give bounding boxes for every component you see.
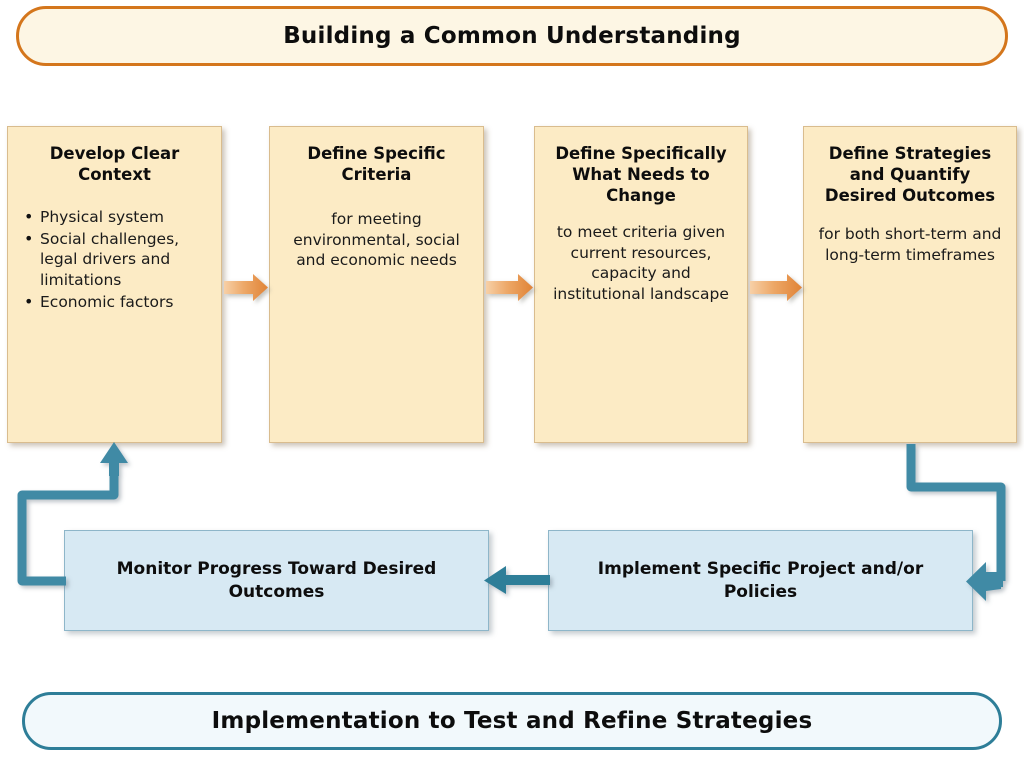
top-banner: Building a Common Understanding (16, 6, 1008, 66)
arrow-step2-to-step3 (486, 274, 533, 301)
process-box-subtitle: for meeting environmental, social and ec… (293, 210, 460, 270)
feedback-box-label: Implement Specific Project and/or Polici… (597, 559, 924, 602)
process-box-title: Define Strategies and Quantify Desired O… (824, 144, 996, 206)
process-box-develop-clear-context[interactable]: Develop Clear Context Physical system So… (7, 126, 222, 443)
bottom-banner: Implementation to Test and Refine Strate… (22, 692, 1002, 750)
bullet-item: Economic factors (18, 291, 211, 313)
process-box-subtitle: for both short-term and long-term timefr… (818, 225, 1002, 264)
feedback-box-implement-project[interactable]: Implement Specific Project and/or Polici… (548, 530, 973, 631)
process-box-define-what-needs-to-change[interactable]: Define Specifically What Needs to Change… (534, 126, 748, 443)
process-box-title: Define Specific Criteria (307, 144, 446, 185)
top-banner-label: Building a Common Understanding (283, 23, 741, 49)
process-box-define-specific-criteria[interactable]: Define Specific Criteria for meeting env… (269, 126, 484, 443)
process-box-title: Define Specifically What Needs to Change (555, 144, 727, 206)
process-box-define-strategies-quantify-outcomes[interactable]: Define Strategies and Quantify Desired O… (803, 126, 1017, 443)
bottom-banner-label: Implementation to Test and Refine Strate… (211, 708, 813, 734)
feedback-box-monitor-progress[interactable]: Monitor Progress Toward Desired Outcomes (64, 530, 489, 631)
connector-implement-to-monitor (484, 566, 550, 594)
bullet-item: Physical system (18, 206, 211, 228)
feedback-box-label: Monitor Progress Toward Desired Outcomes (116, 559, 437, 602)
process-box-subtitle: to meet criteria given current resources… (553, 223, 729, 303)
arrow-step3-to-step4 (750, 274, 802, 301)
arrow-step1-to-step2 (224, 274, 268, 301)
bullet-item: Social challenges, legal drivers and lim… (18, 228, 211, 291)
process-box-bullet-list: Physical system Social challenges, legal… (18, 206, 211, 313)
process-box-title: Develop Clear Context (49, 144, 180, 185)
